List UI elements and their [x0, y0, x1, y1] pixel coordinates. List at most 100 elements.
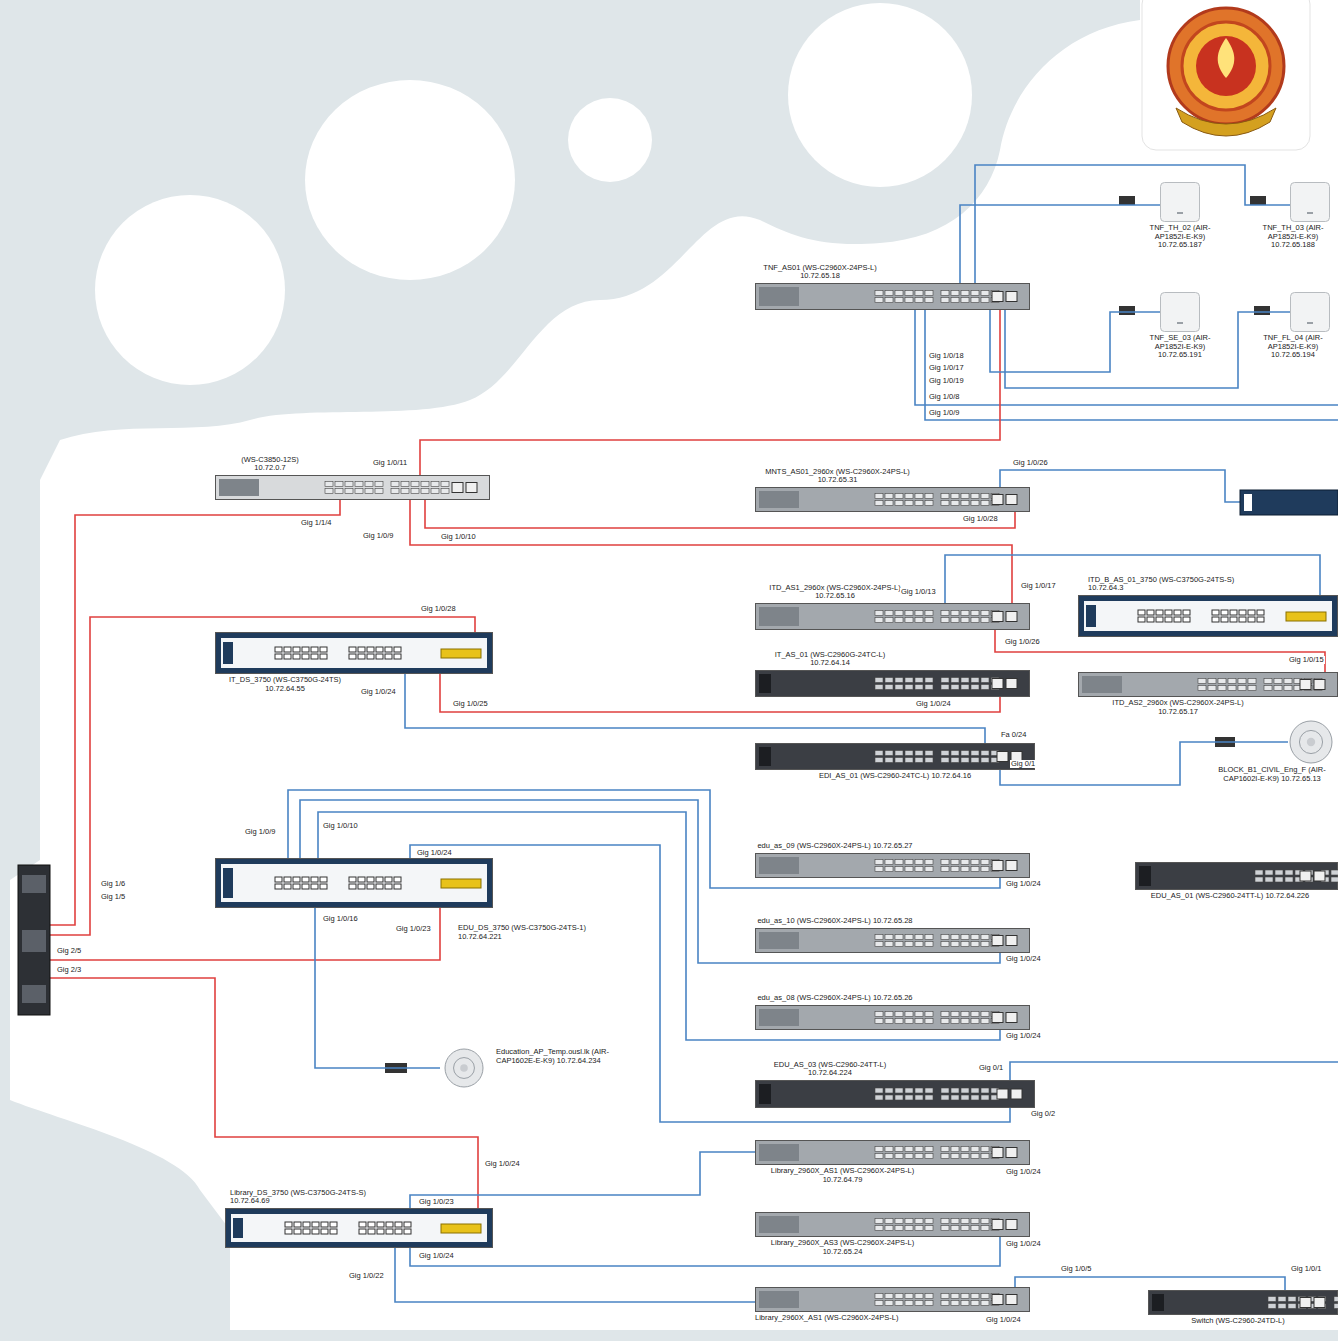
port-label: Gig 1/0/23 [418, 1198, 455, 1206]
port-label: Gig 1/0/23 [395, 925, 432, 933]
port-label: Gig 2/3 [56, 966, 82, 974]
device-icon [1160, 182, 1200, 222]
port-label: Gig 1/0/24 [418, 1252, 455, 1260]
port-label: Gig 1/0/24 [1005, 880, 1042, 888]
access-point: TNF_FL_04 (AIR-AP1852I-E-K9) 10.72.65.19… [1290, 292, 1330, 332]
core-switch [18, 865, 50, 1015]
device-icon [1078, 595, 1338, 637]
access-connector [990, 310, 1160, 372]
access-connector [405, 674, 985, 743]
port-label: Gig 1/0/24 [1005, 1032, 1042, 1040]
device-label: TNF_FL_04 (AIR-AP1852I-E-K9) 10.72.65.19… [1250, 334, 1336, 360]
port-label: Gig 1/0/10 [322, 822, 359, 830]
port-label: Gig 1/1/4 [300, 519, 332, 527]
network-switch: ITD_AS2_2960x (WS-C2960X-24PS-L) 10.72.6… [1078, 672, 1338, 697]
device-label: Library_2960X_AS3 (WS-C2960X-24PS-L) 10.… [755, 1239, 930, 1256]
device-label: TNF_TH_02 (AIR-AP1852I-E-K9) 10.72.65.18… [1135, 224, 1225, 250]
device-label: ITD_B_AS_01_3750 (WS-C3750G-24TS-S) 10.7… [1088, 576, 1263, 593]
network-switch: EDU_AS_01 (WS-C2960-24TT-L) 10.72.64.226 [1135, 862, 1338, 890]
background-circle [788, 3, 972, 187]
device-icon [755, 670, 1030, 697]
port-label: Gig 1/0/24 [915, 700, 952, 708]
device-icon [1078, 672, 1338, 697]
unlabelled-switch [1244, 494, 1252, 511]
device-label: BLOCK_B1_CIVIL_Eng_F (AIR-CAP1602I-E-K9)… [1216, 766, 1328, 783]
port-label: Gig 1/0/11 [372, 459, 408, 467]
access-wire [1000, 470, 1240, 502]
port-label: Gig 1/0/8 [928, 393, 960, 401]
network-switch: TNF_AS01 (WS-C2960X-24PS-L) 10.72.65.18 [755, 283, 1030, 310]
device-label: Library_2960X_AS1 (WS-C2960X-24PS-L) 10.… [755, 1167, 930, 1184]
device-label: Education_AP_Temp.ousl.lk (AIR-CAP1602E-… [496, 1048, 616, 1065]
device-label: EDU_AS_03 (WS-C2960-24TT-L) 10.72.64.224 [755, 1061, 905, 1078]
wire-group [50, 310, 1338, 1208]
device-label: Library_DS_3750 (WS-C3750G-24TS-S) 10.72… [230, 1189, 405, 1206]
port-label: Gig 1/0/10 [440, 533, 477, 541]
port-label: Gig 1/0/9 [244, 828, 276, 836]
network-switch: EDI_AS_01 (WS-C2960-24TC-L) 10.72.64.16 [755, 743, 1035, 770]
device-label: Library_2960X_AS1 (WS-C2960X-24PS-L) [755, 1314, 965, 1323]
network-switch: MNTS_AS01_2960x (WS-C2960X-24PS-L) 10.72… [755, 487, 1030, 512]
port-label: Gig 1/0/26 [1012, 459, 1049, 467]
device-icon [755, 1080, 1035, 1108]
device-icon [1290, 292, 1330, 332]
university-logo [1142, 0, 1310, 150]
access-point: BLOCK_B1_CIVIL_Eng_F (AIR-CAP1602I-E-K9)… [1288, 720, 1334, 764]
device-label: Switch (WS-C2960-24TD-L) [1158, 1317, 1318, 1326]
network-switch: edu_as_10 (WS-C2960X-24PS-L) 10.72.65.28 [755, 928, 1030, 953]
device-icon [215, 632, 493, 674]
access-connector [410, 1152, 755, 1208]
device-icon [1148, 1290, 1338, 1315]
uplink-connector [425, 500, 1015, 528]
network-switch: Library_DS_3750 (WS-C3750G-24TS-S) 10.72… [225, 1208, 493, 1248]
background-circle [95, 195, 285, 385]
network-switch: Switch (WS-C2960-24TD-L) [1148, 1290, 1338, 1315]
network-switch: edu_as_09 (WS-C2960X-24PS-L) 10.72.65.27 [755, 853, 1030, 878]
access-connector [1005, 310, 1290, 388]
port-label: Gig 1/0/9 [928, 409, 960, 417]
network-switch: EDU_AS_03 (WS-C2960-24TT-L) 10.72.64.224 [755, 1080, 1035, 1108]
port-label: Gig 1/0/24 [1005, 1168, 1042, 1176]
device-label: TNF_AS01 (WS-C2960X-24PS-L) 10.72.65.18 [745, 264, 895, 281]
port-label: Gig 1/0/9 [362, 532, 394, 540]
port-label: Gig 1/0/26 [1004, 638, 1041, 646]
device-label: (WS-C3850-12S) 10.72.0.7 [225, 456, 315, 473]
device-label: MNTS_AS01_2960x (WS-C2960X-24PS-L) 10.72… [750, 468, 925, 485]
network-switch: IT_DS_3750 (WS-C3750G-24TS) 10.72.64.55 [215, 632, 493, 674]
device-label: IT_AS_01 (WS-C2960G-24TC-L) 10.72.64.14 [755, 651, 905, 668]
port-label: Gig 1/0/16 [322, 915, 359, 923]
device-label: TNF_TH_03 (AIR-AP1852I-E-K9) 10.72.65.18… [1250, 224, 1336, 250]
port-label: Gig 1/0/13 [900, 588, 937, 596]
access-connector [1015, 1277, 1285, 1290]
access-wire [1010, 1062, 1338, 1080]
device-label: TNF_SE_03 (AIR-AP1852I-E-K9) 10.72.65.19… [1135, 334, 1225, 360]
access-point: TNF_TH_03 (AIR-AP1852I-E-K9) 10.72.65.18… [1290, 182, 1330, 222]
uplink-connector [420, 310, 1000, 475]
device-icon [755, 743, 1035, 770]
background-circle [568, 98, 652, 182]
network-switch: EDU_DS_3750 (WS-C3750G-24TS-1) 10.72.64.… [215, 858, 493, 908]
device-icon [755, 853, 1030, 878]
network-switch: ITD_B_AS_01_3750 (WS-C3750G-24TS-S) 10.7… [1078, 595, 1338, 637]
device-icon [755, 487, 1030, 512]
access-connector [410, 1237, 1000, 1266]
device-icon [225, 1208, 493, 1248]
port-label: Gig 1/0/17 [1020, 582, 1057, 590]
device-icon [215, 475, 490, 500]
port-label: Gig 1/0/17 [928, 364, 965, 372]
port-label: Gig 1/0/28 [962, 515, 999, 523]
access-wire [925, 310, 1338, 420]
access-point: TNF_SE_03 (AIR-AP1852I-E-K9) 10.72.65.19… [1160, 292, 1200, 332]
device-icon [1135, 862, 1338, 890]
device-icon [755, 1212, 1030, 1237]
access-point: TNF_TH_02 (AIR-AP1852I-E-K9) 10.72.65.18… [1160, 182, 1200, 222]
access-connector [395, 1248, 755, 1302]
device-icon [1290, 182, 1330, 222]
network-switch: edu_as_08 (WS-C2960X-24PS-L) 10.72.65.26 [755, 1005, 1030, 1030]
uplink-wire [50, 908, 440, 960]
device-icon [755, 1005, 1030, 1030]
network-switch: Library_2960X_AS1 (WS-C2960X-24PS-L) 10.… [755, 1140, 1030, 1165]
network-switch: IT_AS_01 (WS-C2960G-24TC-L) 10.72.64.14 [755, 670, 1030, 697]
device-label: ITD_AS2_2960x (WS-C2960X-24PS-L) 10.72.6… [1098, 699, 1258, 716]
